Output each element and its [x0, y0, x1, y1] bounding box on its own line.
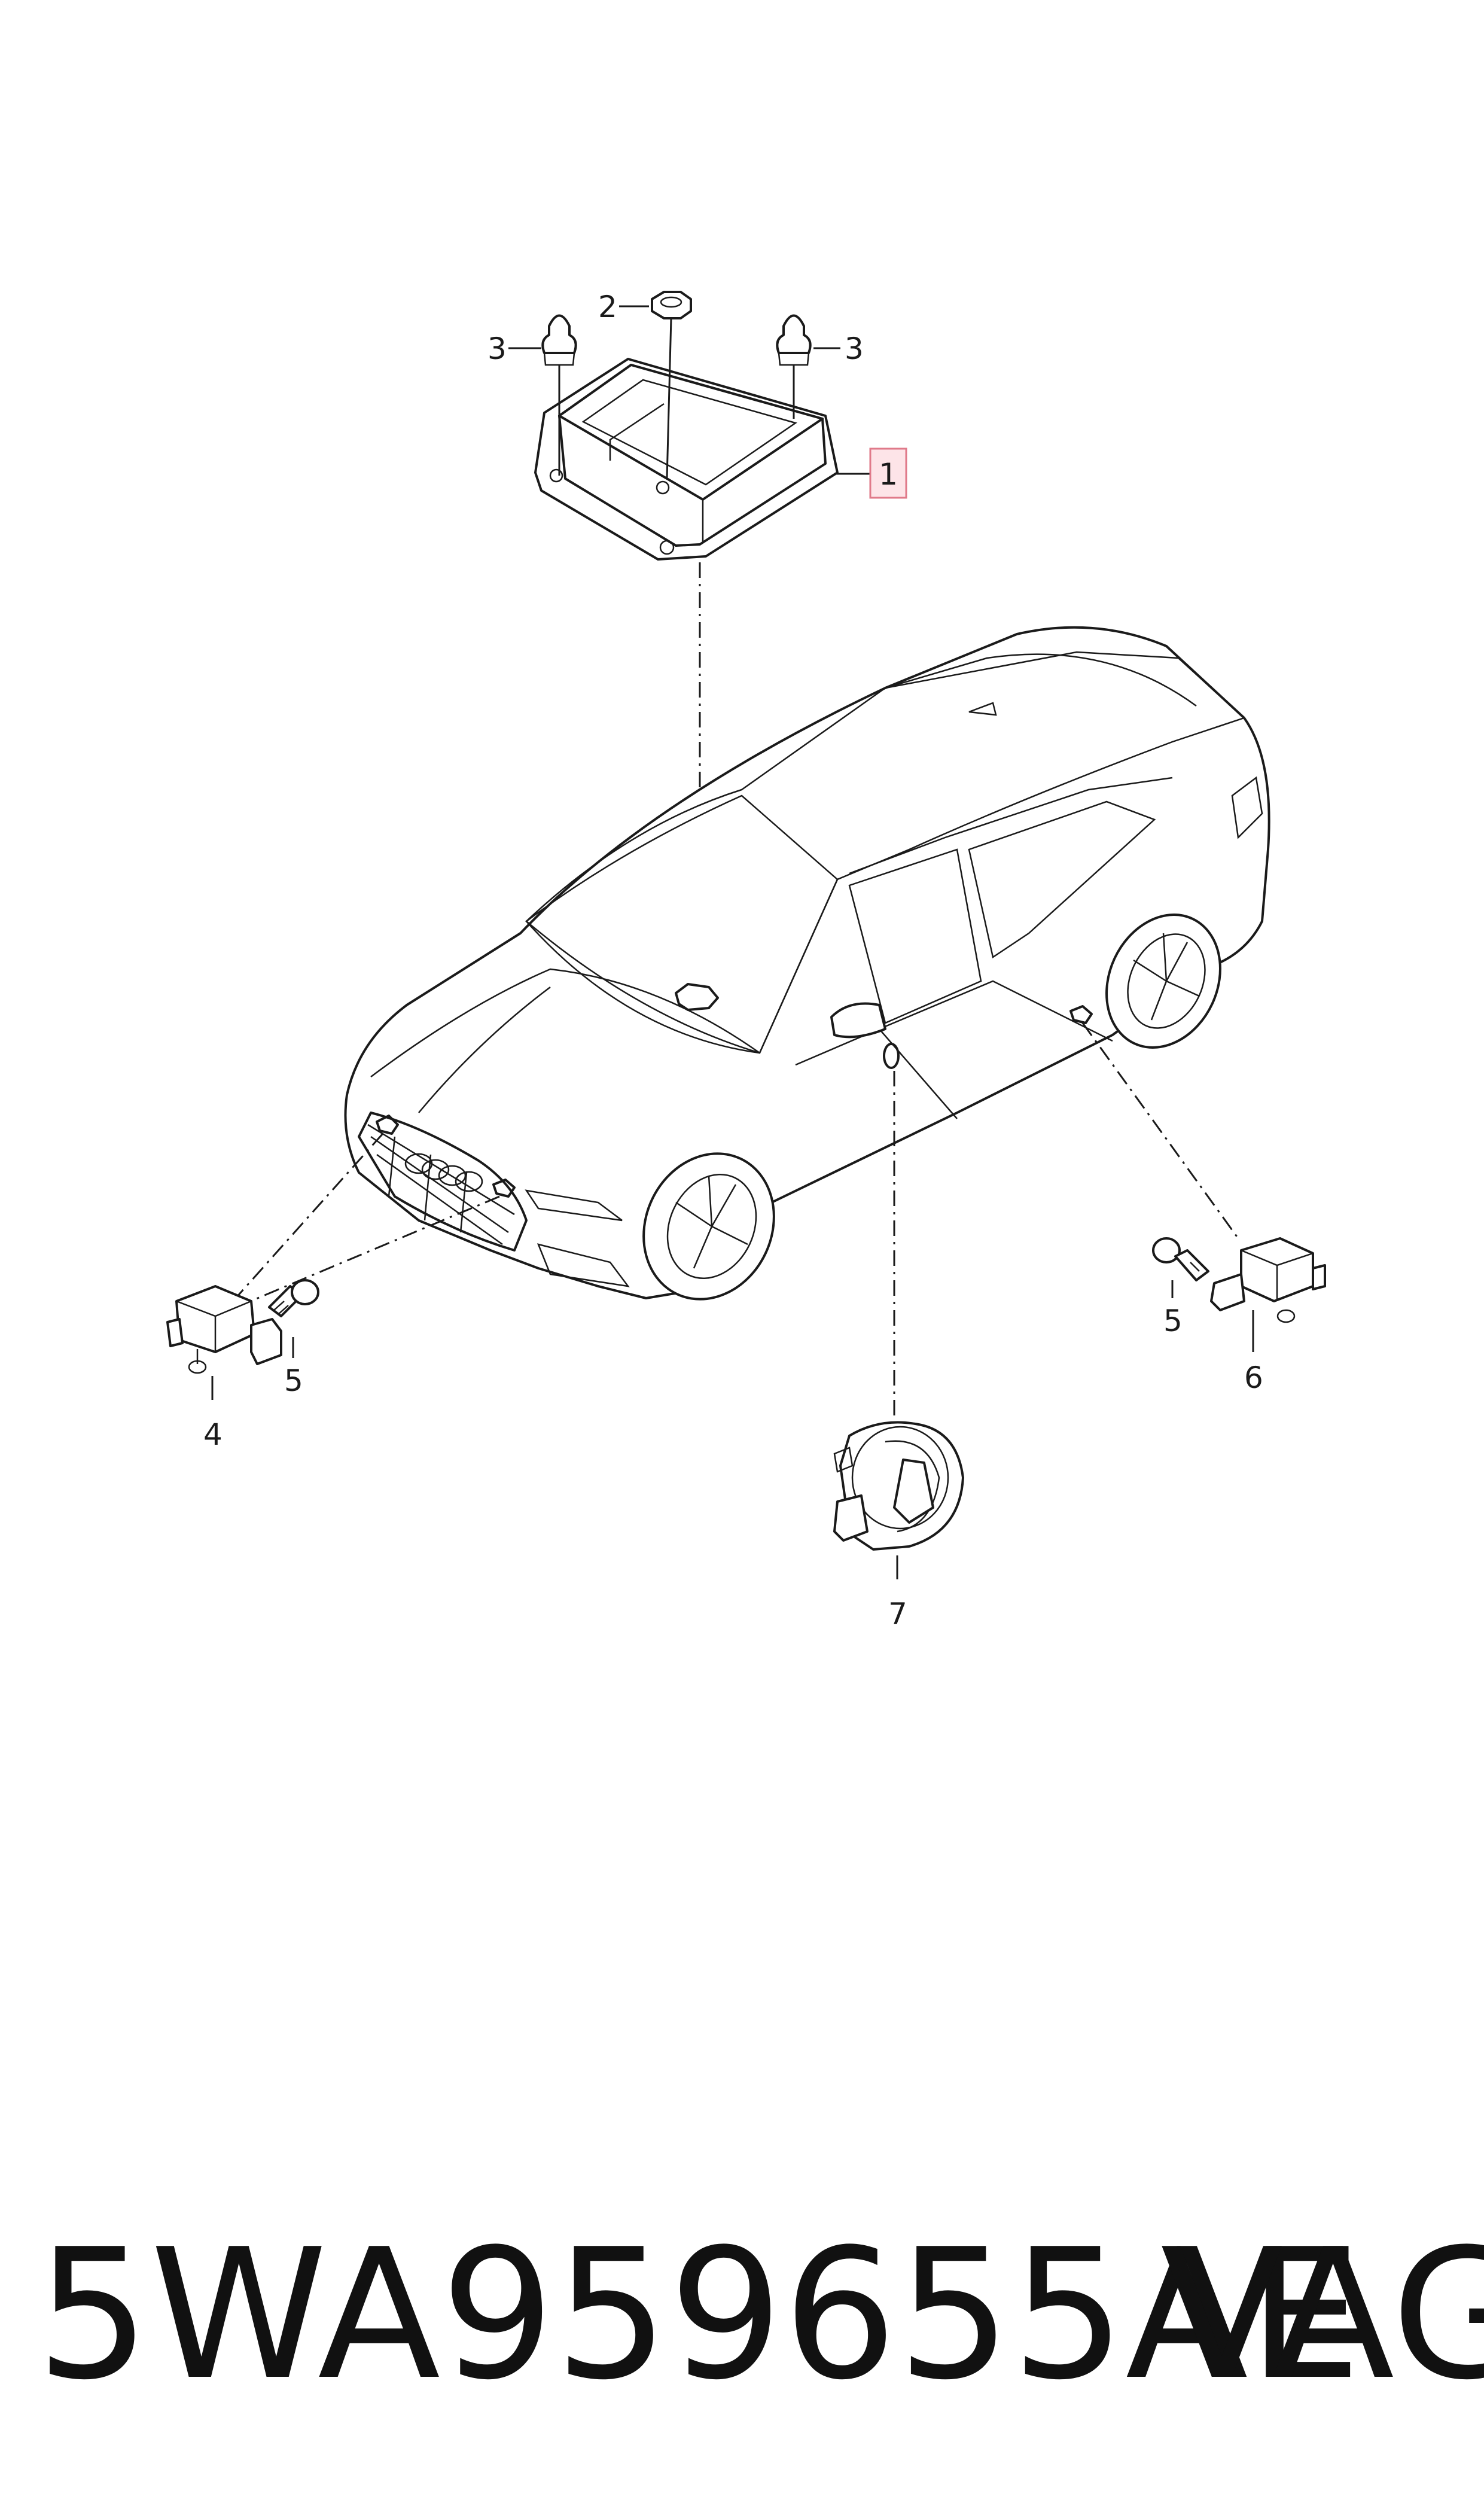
mount-marker-control-unit — [675, 983, 719, 1011]
clip-part-3-right[interactable] — [776, 314, 812, 366]
part-number-label: 5WA959655AE — [36, 2211, 1362, 2419]
callout-5-right: 5 — [1163, 1304, 1183, 1338]
callout-1[interactable]: 1 — [834, 447, 907, 499]
car-illustration — [344, 626, 1270, 1301]
svg-text:3: 3 — [845, 331, 864, 366]
callout-1-label: 1 — [879, 457, 898, 492]
brand-label: VAG — [1160, 2211, 1484, 2419]
mounting-line-part-4-a — [229, 1132, 384, 1305]
nut-part-2[interactable] — [651, 291, 692, 319]
callout-6: 6 — [1244, 1360, 1263, 1395]
callout-5-left: 5 — [284, 1363, 303, 1398]
mounting-line-part-4-b — [236, 1195, 500, 1308]
pressure-sensor-part-7[interactable] — [833, 1421, 964, 1551]
mount-marker-part-4-left — [376, 1115, 399, 1135]
callout-7: 7 — [888, 1597, 907, 1631]
bolt-part-5-right[interactable] — [1152, 1237, 1209, 1281]
mount-marker-part-7 — [883, 1043, 900, 1069]
mounting-line-part-6 — [1081, 1022, 1239, 1239]
svg-text:2: 2 — [598, 290, 617, 324]
callout-3-right: 3 — [813, 331, 864, 366]
nut-part-2-axis — [666, 318, 672, 479]
crash-sensor-part-4[interactable] — [166, 1285, 282, 1374]
bolt-part-5-left[interactable] — [268, 1279, 319, 1317]
callout-4: 4 — [203, 1417, 223, 1452]
callout-2: 2 — [598, 290, 649, 324]
callout-3-left: 3 — [487, 331, 541, 366]
svg-text:3: 3 — [487, 331, 507, 366]
mount-marker-part-4-right — [492, 1179, 516, 1198]
control-unit-part-1[interactable] — [534, 358, 839, 561]
audi-rings-logo — [404, 1153, 483, 1192]
mount-marker-part-6 — [1069, 1005, 1093, 1024]
clip-part-3-left[interactable] — [541, 314, 577, 366]
crash-sensor-part-6[interactable] — [1210, 1237, 1326, 1323]
